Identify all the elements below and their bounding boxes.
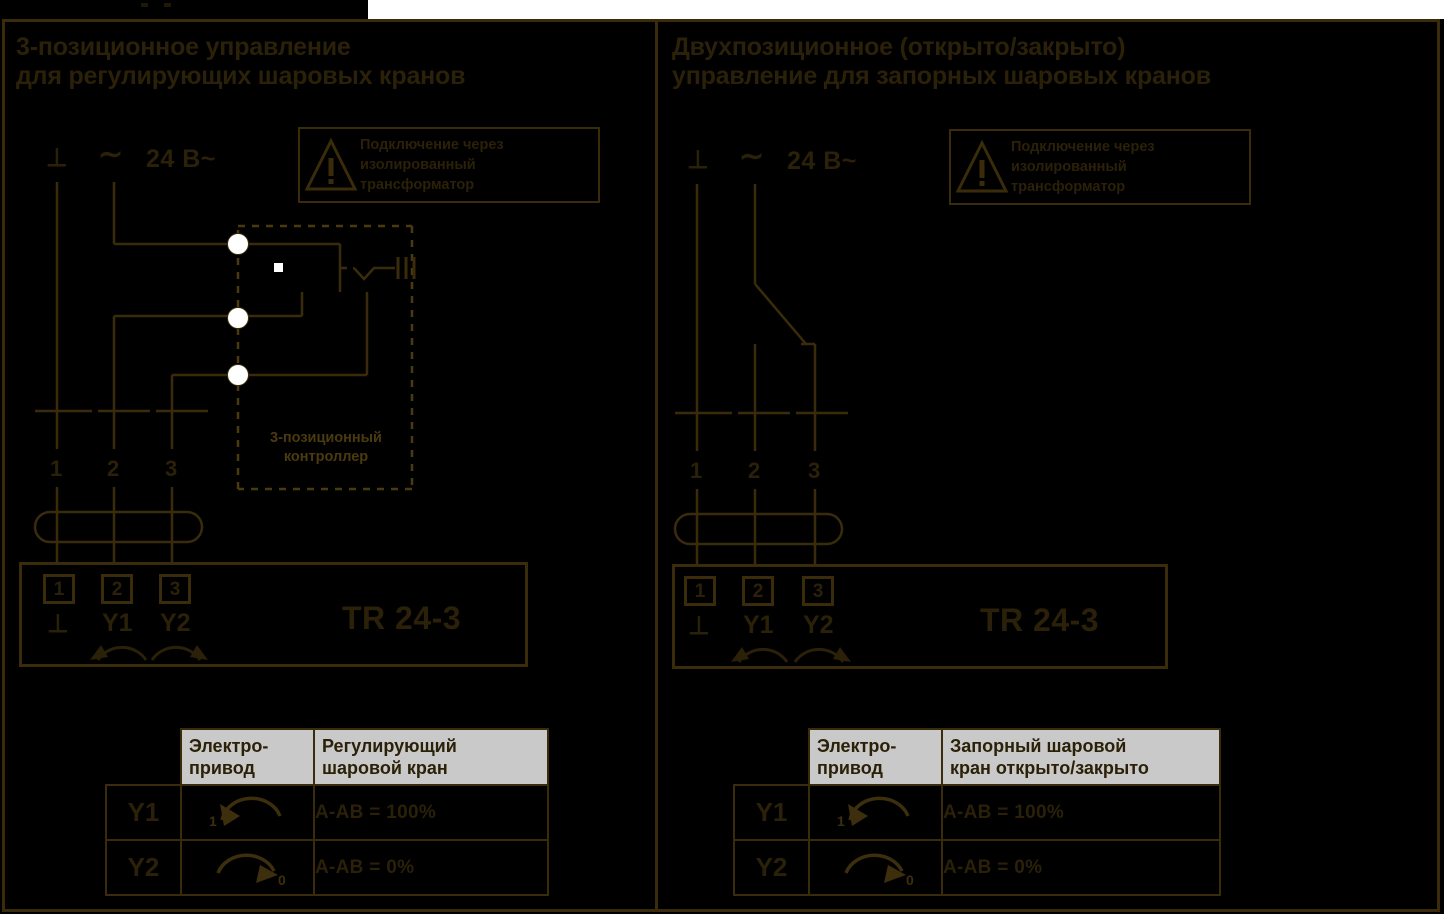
- ground-symbol: ⊥: [46, 144, 69, 172]
- device-terminal-2: 2: [101, 574, 133, 604]
- terminal-number-2: 2: [748, 458, 761, 483]
- table-header-actuator: Электро- привод: [808, 728, 943, 786]
- device-terminal-3: 3: [159, 574, 191, 604]
- device-signal-y1: Y1: [743, 611, 774, 639]
- terminal-number-3: 3: [165, 456, 178, 481]
- table-corner-cell: [106, 729, 181, 785]
- rotate-cw-to-0-icon: 0: [215, 853, 286, 888]
- warning-box: Подключение через изолированный трансфор…: [298, 127, 600, 203]
- terminal-number-3: 3: [808, 458, 821, 483]
- svg-text:0: 0: [278, 872, 286, 888]
- connection-nodes: [227, 233, 249, 386]
- table-row: Y1 1 A-AB = 100%: [105, 784, 549, 841]
- warning-triangle-icon: [304, 136, 358, 194]
- device-terminal-2: 2: [742, 576, 774, 606]
- device-name: TR 24-3: [980, 602, 1100, 638]
- row-signal-y1: Y1: [105, 784, 182, 841]
- panel-divider: [655, 19, 658, 912]
- table-header-actuator: Электро- привод: [180, 728, 315, 786]
- selection-marker: [274, 263, 283, 272]
- rotate-ccw-to-1-icon: 1: [209, 796, 282, 829]
- row-symbol-y2: 0: [808, 839, 943, 896]
- table-header-valve: Запорный шаровой кран открыто/закрыто: [941, 728, 1221, 786]
- svg-text:1: 1: [837, 813, 845, 829]
- controller-boundary: [236, 224, 414, 491]
- circuit-diagram: [673, 184, 848, 567]
- terminal-number-1: 1: [690, 458, 703, 483]
- row-value-y1: A-AB = 100%: [941, 784, 1221, 841]
- warning-triangle-icon: [955, 138, 1009, 196]
- controller-label: 3-позиционный контроллер: [270, 430, 382, 465]
- warning-box: Подключение через изолированный трансфор…: [949, 129, 1251, 205]
- supply-voltage-label: 24 B~: [146, 145, 216, 173]
- table-corner-cell: [734, 729, 809, 785]
- top-strip: [0, 0, 1444, 19]
- warning-text: Подключение через изолированный трансфор…: [360, 137, 504, 193]
- device-signal-y2: Y2: [803, 611, 834, 639]
- row-value-y2: A-AB = 0%: [313, 839, 549, 896]
- row-value-y2: A-AB = 0%: [941, 839, 1221, 896]
- rotate-ccw-to-1-icon: 1: [837, 796, 910, 829]
- device-box: 1 2 3 ⊥ Y1 Y2 TR 24-3: [672, 564, 1168, 669]
- cable-bundle: [673, 512, 844, 546]
- table-header-row: Электро- привод Запорный шаровой кран от…: [734, 728, 1221, 786]
- cable-bundle: [33, 510, 204, 544]
- rotate-cw-to-0-icon: 0: [843, 853, 914, 888]
- warning-text: Подключение через изолированный трансфор…: [1011, 139, 1155, 195]
- row-value-y1: A-AB = 100%: [313, 784, 549, 841]
- ac-symbol: ∼: [739, 140, 765, 173]
- table-row: Y1 1 A-AB = 100%: [733, 784, 1221, 841]
- device-signal-y1: Y1: [102, 609, 133, 637]
- table-row: Y2 0 A-AB = 0%: [105, 839, 549, 896]
- svg-text:0: 0: [906, 872, 914, 888]
- device-signal-ground: ⊥: [688, 612, 710, 640]
- rotation-arrows-icon: [731, 647, 851, 663]
- coil-symbol: [340, 266, 396, 281]
- legend-table: Электро- привод Регулирующий шаровой кра…: [105, 728, 549, 896]
- terminal-number-1: 1: [50, 456, 63, 481]
- table-header-valve: Регулирующий шаровой кран: [313, 728, 549, 786]
- legend-table: Электро- привод Запорный шаровой кран от…: [733, 728, 1221, 896]
- table-header-row: Электро- привод Регулирующий шаровой кра…: [106, 728, 549, 786]
- battery-symbol: [396, 257, 416, 279]
- panel-heading: Двухпозиционное (открыто/закрыто) управл…: [672, 33, 1211, 90]
- rotation-arrows-icon: [90, 645, 208, 661]
- ground-symbol: ⊥: [687, 146, 710, 174]
- row-symbol-y2: 0: [180, 839, 315, 896]
- top-strip-white-area: [368, 0, 1444, 19]
- table-row: Y2 0 A-AB = 0%: [733, 839, 1221, 896]
- device-signal-y2: Y2: [160, 609, 191, 637]
- row-signal-y1: Y1: [733, 784, 810, 841]
- device-name: TR 24-3: [342, 600, 462, 636]
- device-terminal-1: 1: [684, 576, 716, 606]
- row-signal-y2: Y2: [733, 839, 810, 896]
- panel-three-point-control: 3-позиционное управление для регулирующи…: [2, 19, 655, 912]
- device-terminal-1: 1: [43, 574, 75, 604]
- panel-heading: 3-позиционное управление для регулирующи…: [16, 33, 466, 90]
- terminal-number-2: 2: [107, 456, 120, 481]
- supply-voltage-label: 24 B~: [787, 147, 857, 175]
- circuit-diagram: [33, 182, 416, 565]
- device-box: 1 2 3 ⊥ Y1 Y2 TR 24-3: [19, 562, 528, 667]
- svg-text:1: 1: [209, 813, 217, 829]
- row-symbol-y1: 1: [180, 784, 315, 841]
- ac-symbol: ∼: [98, 138, 124, 171]
- device-signal-ground: ⊥: [47, 610, 69, 638]
- top-strip-mark-2: [164, 3, 171, 7]
- top-strip-mark-1: [141, 3, 148, 7]
- row-symbol-y1: 1: [808, 784, 943, 841]
- device-terminal-3: 3: [802, 576, 834, 606]
- panel-on-off-control: Двухпозиционное (открыто/закрыто) управл…: [658, 19, 1440, 912]
- row-signal-y2: Y2: [105, 839, 182, 896]
